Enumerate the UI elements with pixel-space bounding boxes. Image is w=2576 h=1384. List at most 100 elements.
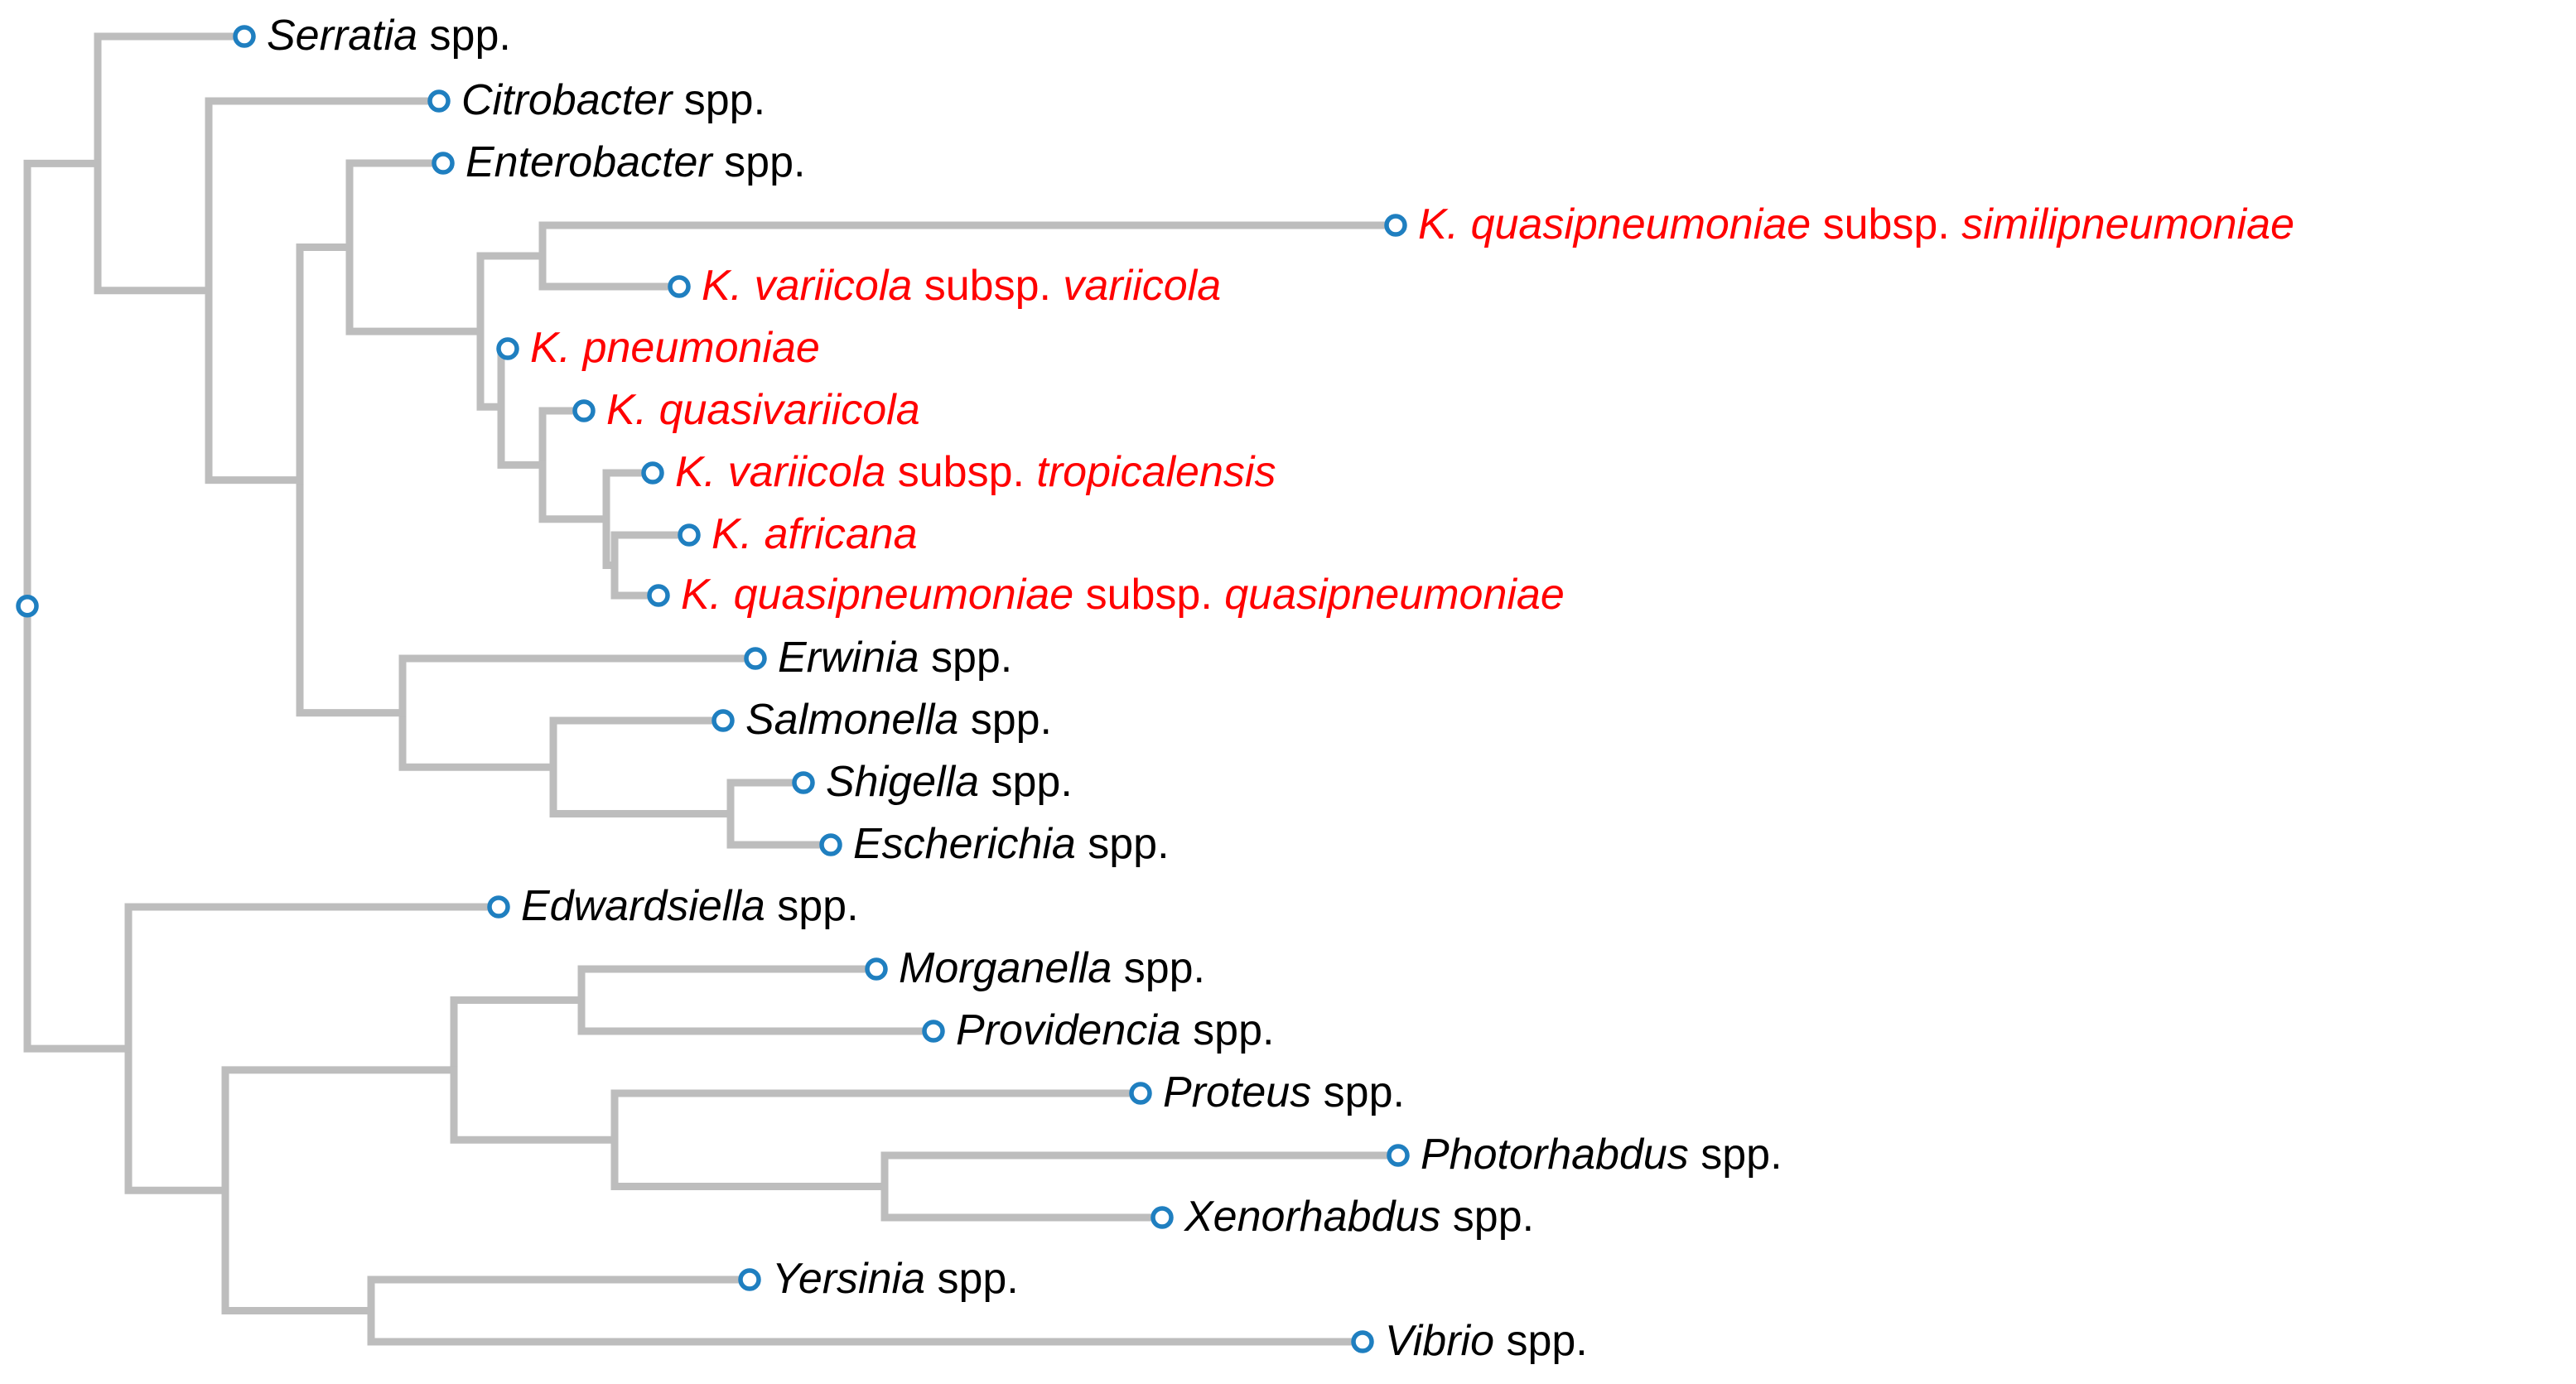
taxon-name-italic: K. quasipneumoniae bbox=[681, 571, 1073, 619]
leaf-node-marker bbox=[496, 337, 519, 360]
branch-morg-group bbox=[450, 996, 619, 1144]
tree-labels: Serratia spp.Citrobacter spp.Enterobacte… bbox=[267, 12, 2294, 1365]
taxon-label-kv-tropicalensis: K. variicola subsp. tropicalensis bbox=[675, 448, 1276, 496]
leaf-node-marker bbox=[432, 152, 455, 175]
taxon-name-plain: spp. bbox=[1076, 820, 1170, 868]
taxon-label-photorhabdus: Photorhabdus spp. bbox=[1421, 1131, 1782, 1179]
taxon-name-plain: spp. bbox=[1181, 1006, 1275, 1054]
taxon-name-plain: spp. bbox=[765, 882, 859, 930]
taxon-name-italic: K. quasipneumoniae bbox=[1418, 200, 1811, 248]
leaf-node-marker bbox=[678, 523, 701, 547]
taxon-name-plain: spp. bbox=[979, 758, 1073, 806]
leaf-node-marker bbox=[1351, 1330, 1374, 1353]
branch-entero-kleb bbox=[345, 159, 485, 335]
taxon-label-kq-similipneumoniae: K. quasipneumoniae subsp. similipneumoni… bbox=[1418, 200, 2294, 248]
branch-lower-clade bbox=[124, 903, 503, 1194]
leaf-node-marker bbox=[744, 647, 767, 670]
taxon-label-proteus: Proteus spp. bbox=[1163, 1068, 1405, 1116]
branch-citro-group bbox=[205, 97, 443, 485]
branch-upper-clade bbox=[94, 32, 248, 295]
taxon-name-italic: variicola bbox=[1063, 262, 1221, 310]
taxon-name-plain: subsp. bbox=[1811, 200, 1961, 248]
taxon-name-italic: quasipneumoniae bbox=[1224, 571, 1565, 619]
taxon-name-italic: Photorhabdus bbox=[1421, 1131, 1689, 1179]
taxon-name-plain: spp. bbox=[925, 1255, 1019, 1303]
leaf-node-marker bbox=[1384, 214, 1407, 237]
taxon-name-italic: Enterobacter bbox=[466, 138, 714, 186]
leaf-node-marker bbox=[792, 771, 815, 794]
branch-proteus-grp bbox=[610, 1089, 1145, 1190]
taxon-name-italic: K. quasivariicola bbox=[606, 386, 920, 434]
taxon-name-italic: Vibrio bbox=[1385, 1317, 1494, 1365]
taxon-label-yersinia: Yersinia spp. bbox=[772, 1255, 1019, 1303]
taxon-label-serratia: Serratia spp. bbox=[267, 12, 511, 60]
taxon-name-plain: spp. bbox=[417, 12, 511, 60]
leaf-node-marker bbox=[819, 833, 842, 856]
branch-kqv-group bbox=[538, 407, 610, 523]
leaf-node-marker bbox=[922, 1020, 945, 1043]
taxon-name-plain: subsp. bbox=[885, 448, 1036, 496]
leaf-node-marker bbox=[641, 461, 664, 485]
taxon-name-italic: similipneumoniae bbox=[1961, 200, 2294, 248]
taxon-label-kq-quasipneumoniae: K. quasipneumoniae subsp. quasipneumonia… bbox=[681, 571, 1565, 619]
leaf-node-marker bbox=[712, 709, 735, 732]
taxon-label-k-quasivariicola: K. quasivariicola bbox=[606, 386, 920, 434]
leaf-node-marker bbox=[738, 1268, 761, 1291]
taxon-label-erwinia: Erwinia spp. bbox=[778, 634, 1012, 682]
taxon-name-plain: subsp. bbox=[1073, 571, 1224, 619]
taxon-name-italic: K. variicola bbox=[675, 448, 885, 496]
taxon-label-edwardsiella: Edwardsiella spp. bbox=[521, 882, 859, 930]
branch-root bbox=[23, 159, 133, 1053]
taxon-name-italic: Morganella bbox=[899, 944, 1112, 992]
taxon-label-k-africana: K. africana bbox=[712, 510, 918, 558]
tree-nodes bbox=[16, 25, 1410, 1353]
branch-sal-group bbox=[549, 716, 735, 817]
taxon-label-shigella: Shigella spp. bbox=[826, 758, 1073, 806]
root-node-marker bbox=[16, 594, 39, 618]
taxon-name-italic: K. variicola bbox=[702, 262, 912, 310]
taxon-name-italic: Citrobacter bbox=[461, 76, 674, 124]
taxon-name-italic: Proteus bbox=[1163, 1068, 1311, 1116]
taxon-name-italic: Serratia bbox=[267, 12, 417, 60]
branch-shi-esc bbox=[726, 779, 835, 849]
leaf-node-marker bbox=[1387, 1144, 1410, 1167]
tree-branches bbox=[23, 32, 1402, 1346]
taxon-name-italic: Erwinia bbox=[778, 634, 919, 682]
taxon-label-providencia: Providencia spp. bbox=[956, 1006, 1274, 1054]
taxon-label-citrobacter: Citrobacter spp. bbox=[461, 76, 765, 124]
taxon-label-enterobacter: Enterobacter spp. bbox=[466, 138, 805, 186]
taxon-name-italic: Edwardsiella bbox=[521, 882, 765, 930]
leaf-node-marker bbox=[233, 25, 256, 48]
taxon-name-plain: spp. bbox=[1494, 1317, 1588, 1365]
taxon-name-plain: spp. bbox=[958, 696, 1052, 744]
taxon-label-morganella: Morganella spp. bbox=[899, 944, 1205, 992]
taxon-name-plain: subsp. bbox=[912, 262, 1063, 310]
taxon-name-italic: Escherichia bbox=[853, 820, 1076, 868]
leaf-node-marker bbox=[865, 957, 888, 981]
taxon-name-plain: spp. bbox=[1689, 1131, 1782, 1179]
taxon-name-italic: Xenorhabdus bbox=[1184, 1193, 1440, 1241]
branch-morg-yer bbox=[221, 1066, 458, 1314]
taxon-name-italic: Shigella bbox=[826, 758, 979, 806]
taxon-name-plain: spp. bbox=[712, 138, 806, 186]
taxon-label-xenorhabdus: Xenorhabdus spp. bbox=[1184, 1193, 1534, 1241]
taxon-name-italic: Providencia bbox=[956, 1006, 1181, 1054]
taxon-name-plain: spp. bbox=[1440, 1193, 1534, 1241]
taxon-name-plain: spp. bbox=[1311, 1068, 1405, 1116]
taxon-label-vibrio: Vibrio spp. bbox=[1385, 1317, 1588, 1365]
taxon-name-plain: spp. bbox=[672, 76, 765, 124]
leaf-node-marker bbox=[427, 89, 451, 113]
taxon-name-italic: Yersinia bbox=[772, 1255, 925, 1303]
leaf-node-marker bbox=[1151, 1206, 1174, 1229]
taxon-label-kv-variicola: K. variicola subsp. variicola bbox=[702, 262, 1221, 310]
taxon-name-plain: spp. bbox=[1112, 944, 1205, 992]
leaf-node-marker bbox=[487, 895, 510, 919]
taxon-label-salmonella: Salmonella spp. bbox=[745, 696, 1052, 744]
taxon-name-plain: spp. bbox=[919, 634, 1013, 682]
taxon-name-italic: K. africana bbox=[712, 510, 918, 558]
taxon-name-italic: Salmonella bbox=[745, 696, 958, 744]
taxon-name-italic: K. pneumoniae bbox=[530, 324, 820, 372]
leaf-node-marker bbox=[647, 584, 670, 607]
leaf-node-marker bbox=[668, 275, 691, 298]
